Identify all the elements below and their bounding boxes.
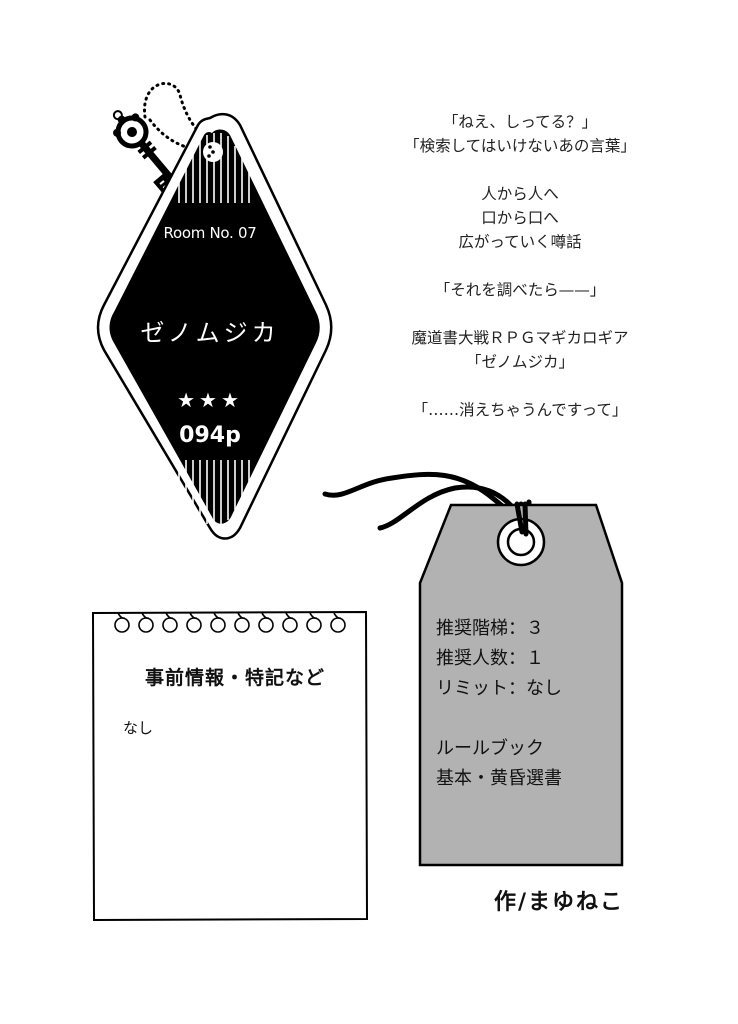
- intro-line: 魔道書大戦ＲＰＧマギカロギア: [411, 329, 629, 347]
- info-tag: [418, 501, 624, 867]
- notepad: [91, 610, 369, 922]
- recommended-players: 推奨人数：１: [436, 648, 544, 669]
- info-tag-text: 推奨階梯：３ 推奨人数：１ リミット：なし ルールブック 基本・黄昏選書: [436, 614, 616, 794]
- page-number: 094p: [179, 423, 241, 448]
- notepad-body: なし: [123, 719, 154, 737]
- intro-spacer: [360, 302, 680, 326]
- key-icon: [112, 110, 176, 196]
- intro-line: 「ねえ、しってる？」: [442, 113, 598, 131]
- info-spacer: [436, 704, 616, 734]
- scenario-title: ゼノムジカ: [140, 319, 280, 347]
- rulebook-label: ルールブック: [436, 738, 544, 759]
- recommended-level: 推奨階梯：３: [436, 618, 544, 639]
- intro-text: 「ねえ、しってる？」 「検索してはいけないあの言葉」 人から人へ 口から口へ 広…: [360, 110, 680, 422]
- intro-line: 「ゼノムジカ」: [465, 353, 575, 371]
- author-credit: 作/まゆねこ: [494, 890, 625, 915]
- notepad-title: 事前情報・特記など: [144, 667, 325, 689]
- difficulty-stars: ★★★: [177, 388, 243, 412]
- intro-spacer: [360, 374, 680, 398]
- intro-line: 「……消えちゃうんですって」: [412, 401, 628, 419]
- intro-spacer: [360, 158, 680, 182]
- room-keytag: [96, 112, 333, 540]
- rulebook-value: 基本・黄昏選書: [436, 768, 562, 789]
- intro-spacer: [360, 254, 680, 278]
- intro-line: 広がっていく噂話: [458, 233, 582, 251]
- intro-line: 口から口へ: [481, 209, 559, 227]
- limit: リミット：なし: [436, 678, 562, 699]
- intro-line: 「それを調べたら——」: [434, 281, 606, 299]
- room-number-label: Room No. 07: [163, 224, 257, 242]
- intro-line: 人から人へ: [481, 185, 559, 203]
- intro-line: 「検索してはいけないあの言葉」: [404, 137, 636, 155]
